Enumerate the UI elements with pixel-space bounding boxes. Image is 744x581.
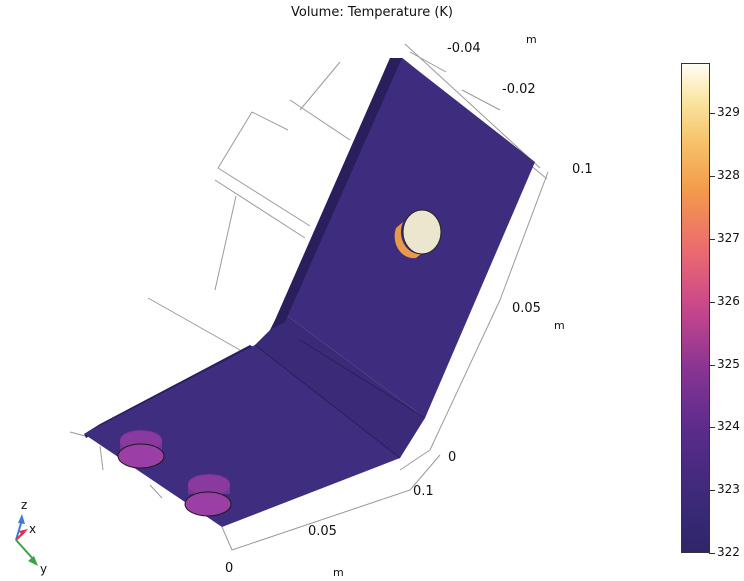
colorbar-tick (709, 113, 715, 114)
colorbar-tick (709, 176, 715, 177)
colorbar-tick-label: 328 (717, 168, 740, 182)
triad-z-label: z (21, 498, 28, 512)
colorbar-tick-label: 329 (717, 105, 740, 119)
colorbar-tick-label: 322 (717, 545, 740, 559)
triad-x-label: x (29, 522, 37, 536)
depth-axis-unit: m (526, 33, 537, 46)
colorbar-tick-label: 327 (717, 231, 740, 245)
height-axis-unit: m (554, 319, 565, 332)
colorbar-tick-label: 324 (717, 419, 740, 433)
hot-bolt-head (394, 209, 442, 259)
width-tick-label: 0.1 (413, 484, 434, 499)
colorbar (681, 63, 710, 553)
triad-x-arrow-icon (19, 529, 28, 536)
bolt-head-right (184, 474, 232, 517)
colorbar-tick (709, 365, 715, 366)
colorbar-tick (709, 302, 715, 303)
bracket-plate (84, 58, 535, 527)
colorbar-tick (709, 239, 715, 240)
depth-tick-label: -0.04 (447, 41, 481, 56)
colorbar-tick-label: 323 (717, 482, 740, 496)
colorbar-tick (709, 553, 715, 554)
plot-title: Volume: Temperature (K) (290, 5, 453, 20)
height-tick-label: 0.1 (572, 162, 593, 177)
triad-z-arrow-icon (18, 514, 25, 524)
width-axis-unit: m (333, 566, 344, 579)
triad-y-axis (15, 539, 35, 561)
height-tick-label: 0.05 (512, 301, 541, 316)
colorbar-tick (709, 490, 715, 491)
grid-lines (69, 43, 549, 551)
colorbar-tick-label: 325 (717, 357, 740, 371)
axis-triad[interactable] (15, 514, 38, 566)
width-tick-label: 0 (225, 561, 234, 576)
triad-y-label: y (40, 562, 48, 576)
colorbar-tick-label: 326 (717, 294, 740, 308)
depth-tick-label: -0.02 (502, 82, 536, 97)
colorbar-tick (709, 427, 715, 428)
height-tick-label: 0 (448, 450, 457, 465)
width-tick-label: 0.05 (308, 524, 337, 539)
triad-y-arrow-icon (28, 556, 38, 566)
bolt-head-left (117, 430, 165, 469)
